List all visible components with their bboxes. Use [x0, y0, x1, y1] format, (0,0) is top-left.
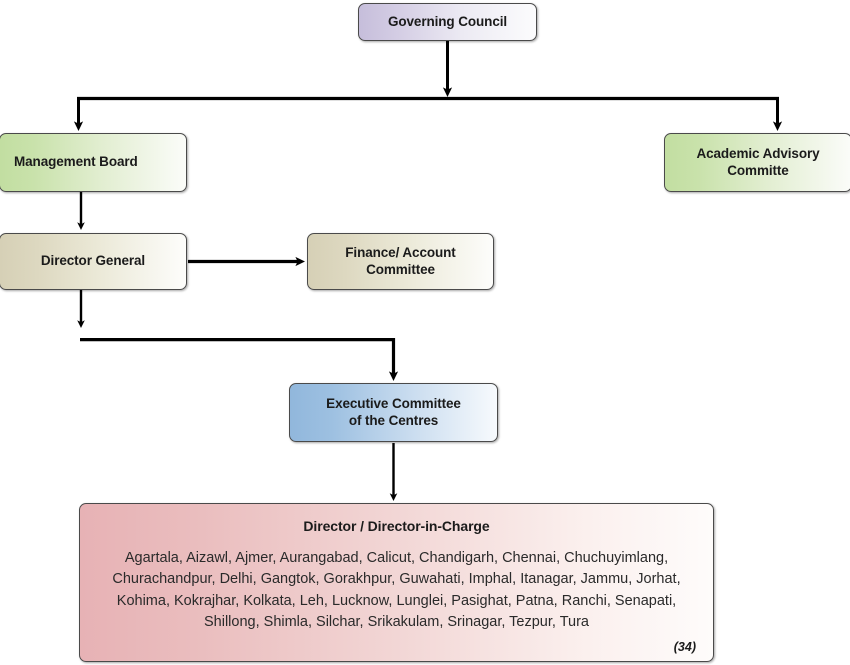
centre-count-badge: (34)	[673, 640, 696, 654]
node-academic-advisory-line1: Academic Advisory	[696, 146, 820, 162]
node-executive-committee-line1: Executive Committee	[326, 396, 461, 412]
node-governing-council[interactable]: Governing Council	[358, 3, 537, 41]
node-director-general-label: Director General	[40, 253, 146, 269]
node-executive-committee-of-the-centres[interactable]: Executive Committee of the Centres	[289, 383, 498, 442]
node-executive-committee-line2: of the Centres	[348, 412, 439, 428]
node-finance-account-line2: Committee	[366, 261, 435, 277]
connector-director-general-to-executive	[77, 290, 399, 381]
node-management-board-label: Management Board	[14, 154, 138, 170]
node-director-general[interactable]: Director General	[0, 233, 187, 290]
node-director-in-charge[interactable]: Director / Director-in-Charge Agartala, …	[79, 503, 714, 662]
node-management-board[interactable]: Management Board	[0, 133, 187, 192]
node-governing-council-label: Governing Council	[387, 13, 508, 29]
node-academic-advisory-line2: Committe	[727, 162, 789, 178]
node-director-in-charge-label: Director / Director-in-Charge	[303, 518, 490, 534]
node-finance-account-committee[interactable]: Finance/ Account Committee	[307, 233, 494, 290]
node-finance-account-line1: Finance/ Account	[345, 245, 456, 261]
centre-city-list: Agartala, Aizawl, Ajmer, Aurangabad, Cal…	[112, 550, 681, 631]
node-academic-advisory-committee[interactable]: Academic Advisory Committe	[664, 133, 850, 192]
